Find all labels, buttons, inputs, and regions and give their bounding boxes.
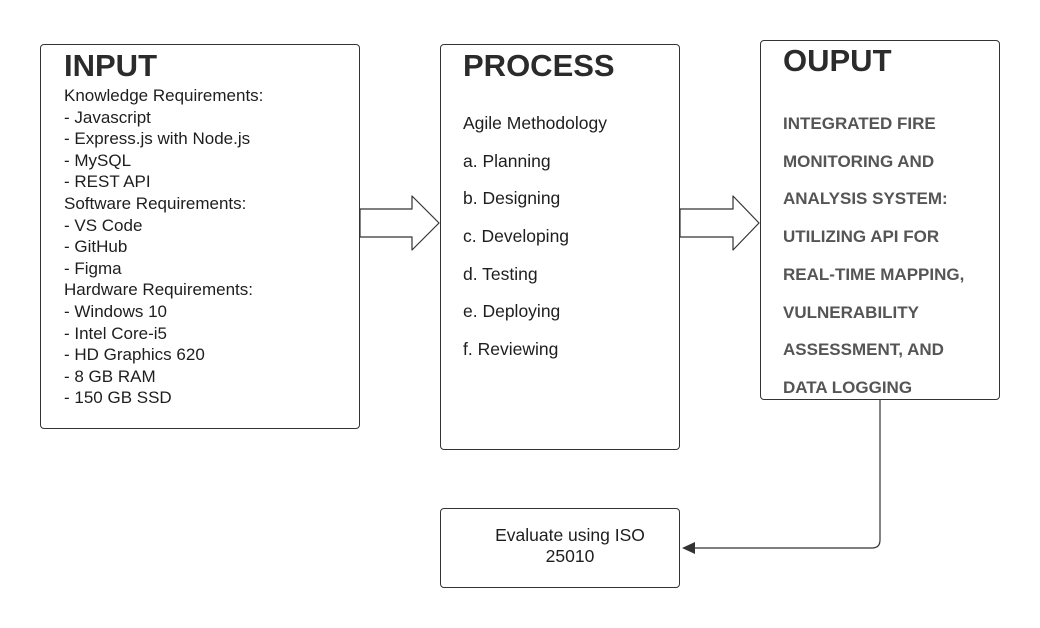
evaluation-line: Evaluate using ISO	[495, 525, 645, 545]
list-item: a. Planning	[463, 150, 551, 171]
list-item: b. Designing	[463, 188, 561, 209]
connector-output-to-evaluation	[694, 400, 881, 549]
output-line: MONITORING AND	[783, 151, 935, 171]
output-line: VULNERABILITY	[783, 302, 919, 322]
output-box: OUPUT INTEGRATED FIRE MONITORING AND ANA…	[760, 40, 1000, 400]
list-item: - GitHub	[64, 237, 128, 257]
list-item: - HD Graphics 620	[64, 345, 205, 365]
list-item: - VS Code	[64, 215, 143, 235]
list-item: - MySQL	[64, 150, 132, 170]
list-item: e. Deploying	[463, 301, 561, 322]
input-box: INPUT Knowledge Requirements: - Javascri…	[40, 44, 360, 429]
output-line: ANALYSIS SYSTEM:	[783, 189, 948, 209]
input-requirements-list: Knowledge Requirements: - Javascript - E…	[64, 85, 263, 409]
output-line: UTILIZING API FOR	[783, 227, 940, 247]
list-item: Agile Methodology	[463, 113, 607, 133]
list-item: f. Reviewing	[463, 339, 559, 360]
output-line: ASSESSMENT, AND	[783, 340, 944, 360]
process-steps-list: Agile Methodology a. Planning b. Designi…	[463, 113, 607, 377]
list-item: Software Requirements:	[64, 193, 247, 213]
evaluation-line: 25010	[545, 546, 595, 566]
arrowhead-evaluation	[682, 542, 695, 554]
list-item: - 150 GB SSD	[64, 388, 172, 408]
process-title: PROCESS	[463, 48, 615, 83]
list-item: - Windows 10	[64, 301, 167, 321]
arrow-input-to-process	[359, 195, 440, 251]
output-line: INTEGRATED FIRE	[783, 114, 936, 133]
list-item: - 8 GB RAM	[64, 366, 156, 386]
list-item: c. Developing	[463, 226, 570, 247]
list-item: - Figma	[64, 258, 122, 278]
list-item: Knowledge Requirements:	[64, 86, 264, 105]
list-item: d. Testing	[463, 263, 538, 284]
evaluation-text: Evaluate using ISO 25010	[441, 525, 699, 567]
list-item: - Javascript	[64, 107, 151, 127]
arrow-process-to-output	[679, 195, 760, 251]
output-line: REAL-TIME MAPPING,	[783, 264, 965, 284]
input-title: INPUT	[64, 48, 157, 83]
evaluation-box: Evaluate using ISO 25010	[440, 508, 680, 588]
list-item: - REST API	[64, 172, 151, 192]
process-box: PROCESS Agile Methodology a. Planning b.…	[440, 44, 680, 450]
output-description: INTEGRATED FIRE MONITORING AND ANALYSIS …	[783, 105, 997, 407]
output-line: DATA LOGGING	[783, 377, 913, 397]
list-item: - Express.js with Node.js	[64, 129, 251, 149]
list-item: - Intel Core-i5	[64, 323, 167, 343]
list-item: Hardware Requirements:	[64, 280, 253, 300]
output-title: OUPUT	[783, 43, 892, 78]
